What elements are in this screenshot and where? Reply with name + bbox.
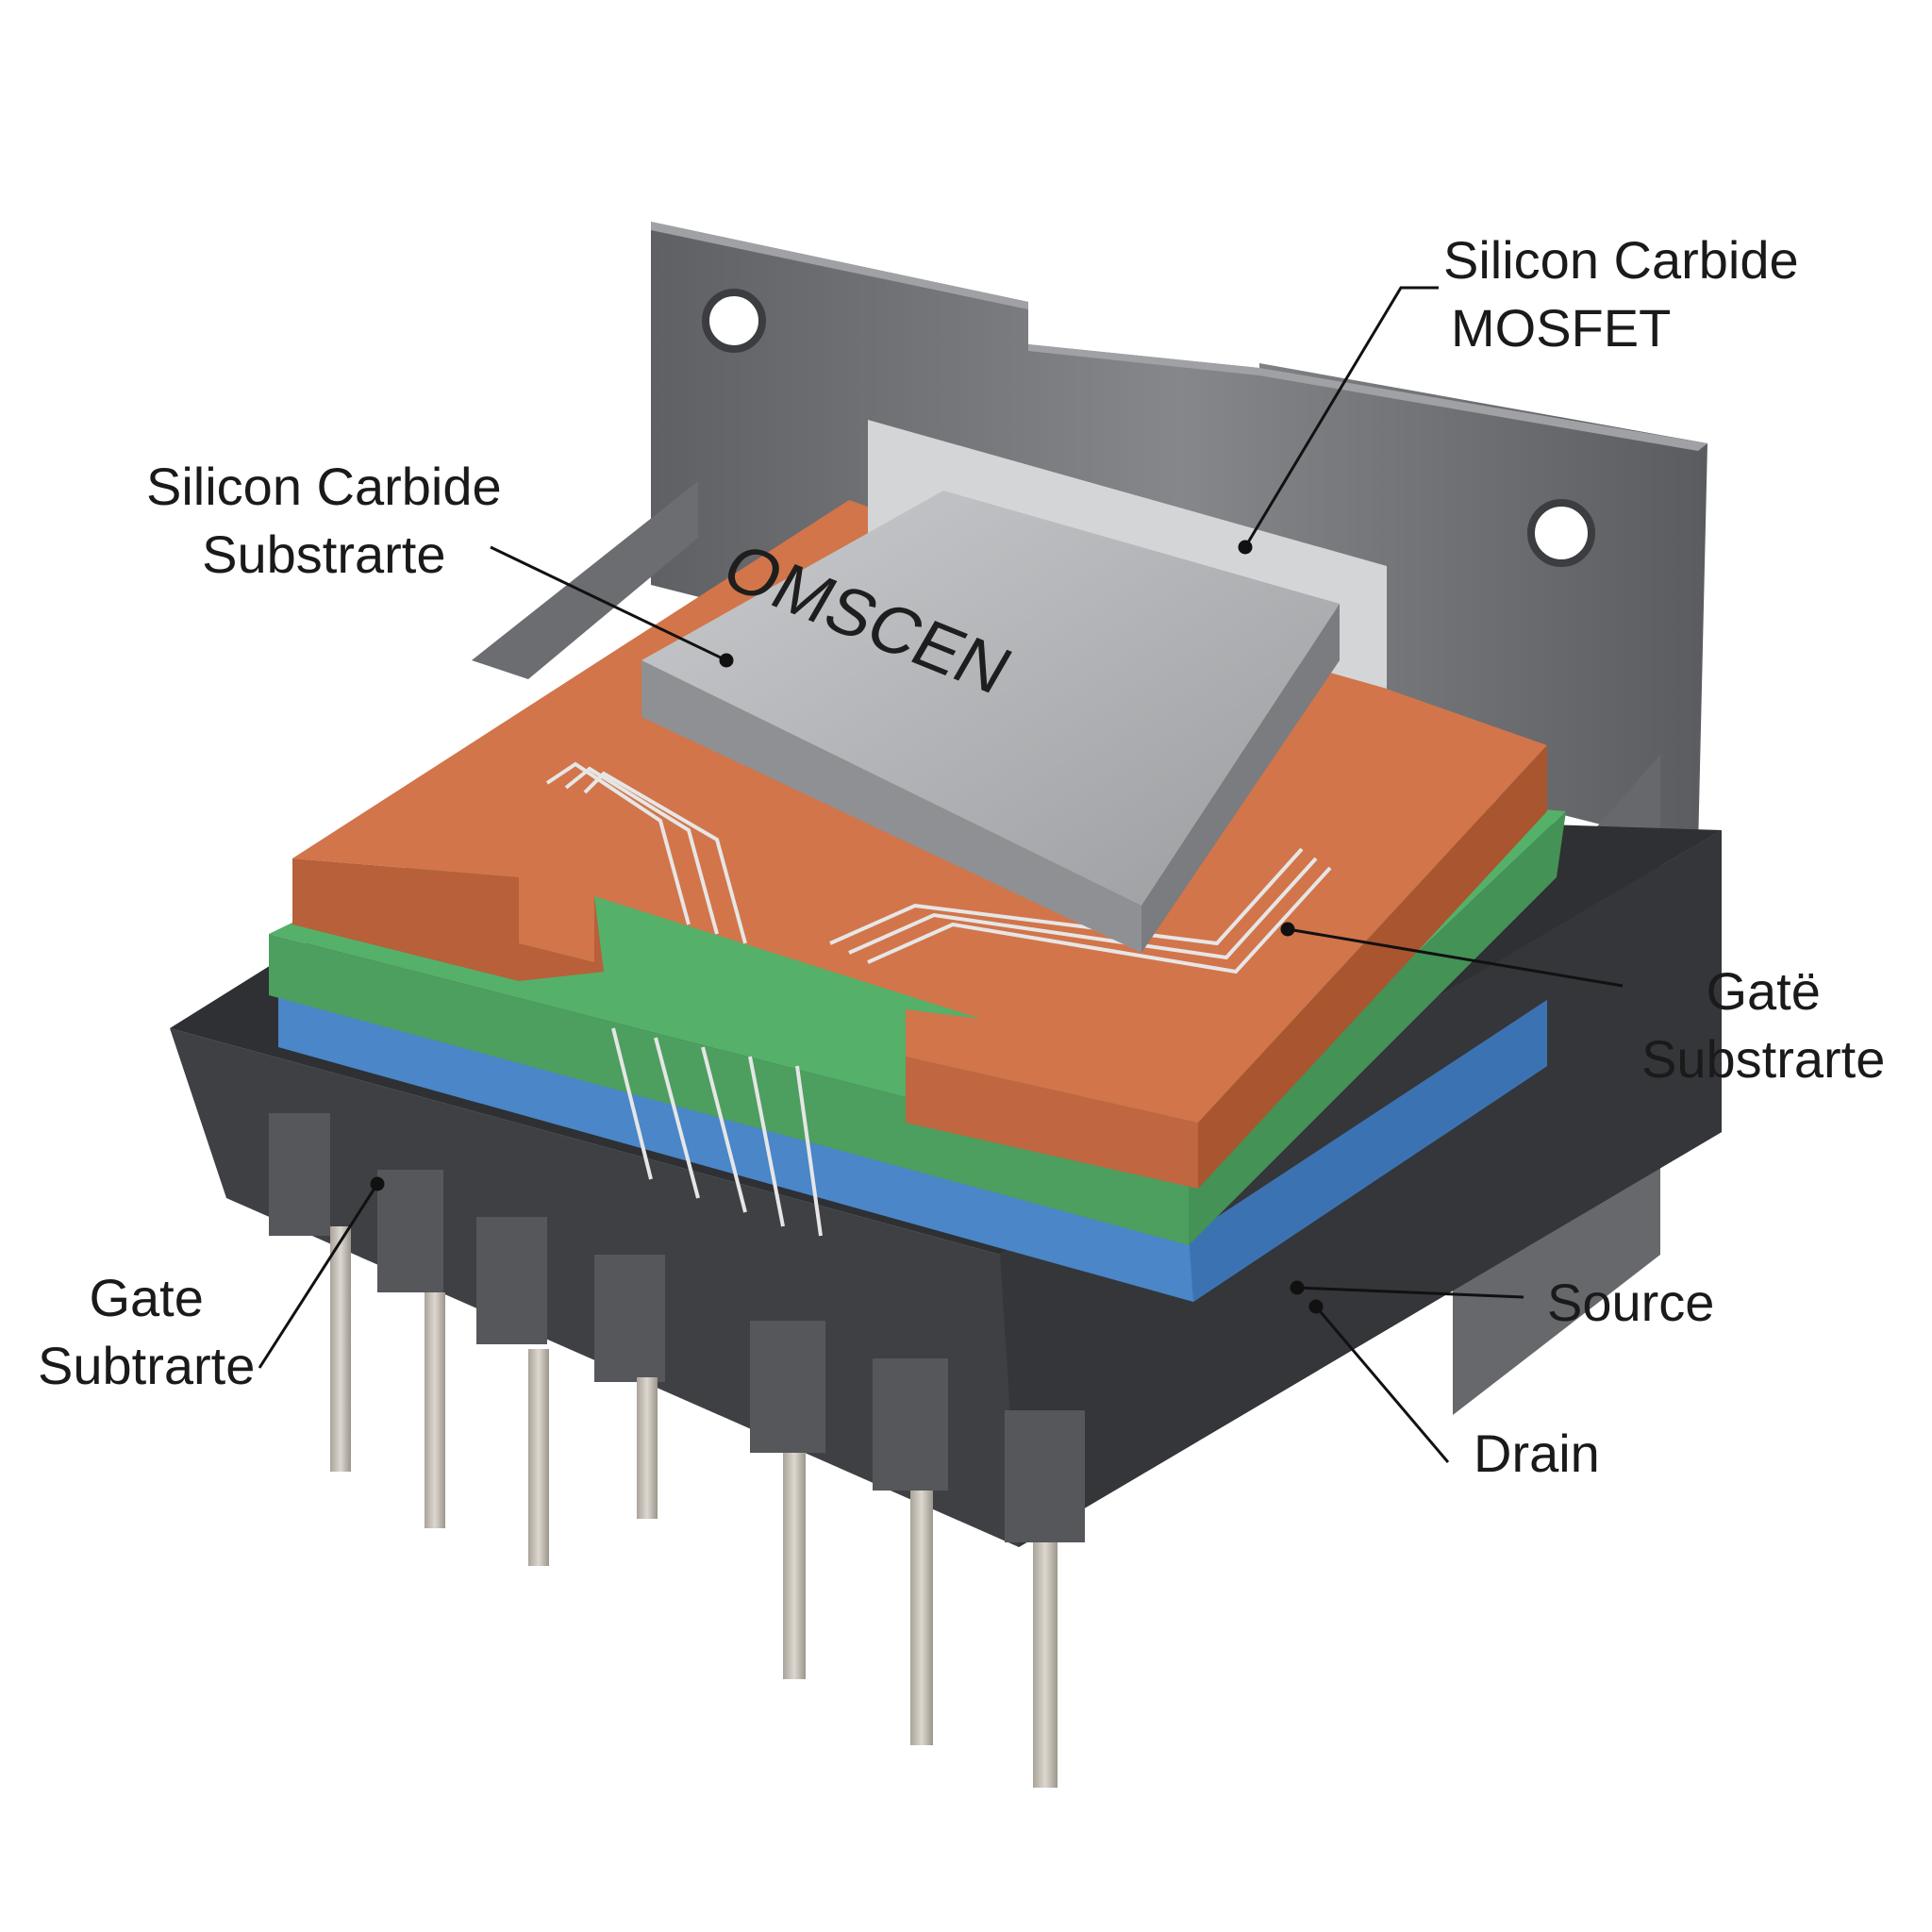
- mounting-hole-left: [702, 289, 766, 353]
- pin: [873, 1358, 948, 1745]
- mounting-hole-right: [1527, 499, 1595, 567]
- label-drain: Drain: [1474, 1424, 1600, 1483]
- bond-wires: [545, 761, 1332, 1237]
- pin: [1005, 1410, 1085, 1788]
- leader-gate-substrate-right: [1287, 927, 1624, 988]
- leader-lines: [258, 286, 1624, 1463]
- leader-sic-substrate: [490, 545, 727, 662]
- label-gate-substrate-right: Gatë Substrarte: [1641, 961, 1886, 1089]
- leader-gate-subtrarte-left: [258, 1183, 379, 1369]
- sic-die: OMSCEN: [641, 420, 1387, 953]
- leader-drain: [1314, 1306, 1450, 1463]
- pin: [594, 1255, 665, 1519]
- pin: [269, 1113, 351, 1472]
- label-silicon-carbide-substrate: Silicon Carbide Substrarte: [146, 457, 502, 584]
- label-gate-subtrarte-left: Gate Subtrarte: [38, 1268, 256, 1395]
- leader-sic-mosfet: [1243, 286, 1439, 548]
- label-silicon-carbide-mosfet: Silicon Carbide MOSFET: [1443, 230, 1799, 358]
- pin: [476, 1217, 549, 1566]
- label-source: Source: [1547, 1273, 1715, 1332]
- pin: [377, 1170, 445, 1528]
- pin: [750, 1321, 825, 1679]
- blue-layer: [278, 991, 1547, 1302]
- leader-source: [1296, 1286, 1524, 1299]
- pin-row: [269, 1113, 1085, 1788]
